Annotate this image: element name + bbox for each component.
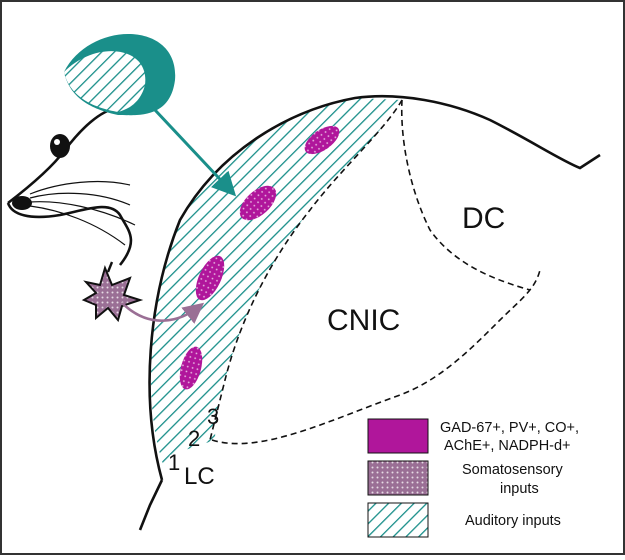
legend-swatch-somatosensory [367,460,429,496]
legend-somatosensory-line1: Somatosensory [462,462,563,478]
mouse-nose [12,196,32,210]
cnic-boundary [209,99,403,441]
cnic-label: CNIC [327,304,400,337]
legend: GAD-67+, PV+, CO+, AChE+, NADPH-d+ Somat… [367,418,579,538]
brain-outline [148,94,601,481]
legend-swatch-auditory [367,502,429,538]
legend-modules-line2: AChE+, NADPH-d+ [444,438,571,454]
legend-auditory-label: Auditory inputs [465,513,561,529]
mouse-whiskers [29,180,136,246]
module-2 [239,185,277,221]
module-4 [179,346,203,390]
somatosensory-input-arrow [121,302,205,324]
mouse-paw [81,264,144,323]
layer-2-label: 2 [188,426,200,451]
auditory-input-arrow [153,108,237,197]
mouse-eye [50,134,70,158]
layer-1-label: 1 [168,450,180,475]
lateral-cortex-auditory-band [150,98,402,470]
legend-modules-line1: GAD-67+, PV+, CO+, [440,420,579,436]
legend-swatch-modules [367,418,429,454]
dc-label: DC [462,202,505,235]
mouse-head [6,33,176,323]
module-1 [304,125,340,155]
lc-label: LC [184,463,215,490]
dc-boundary [400,99,531,291]
brain-outline-bottom [138,479,164,531]
layer-3-label: 3 [207,404,219,429]
legend-somatosensory-line2: inputs [500,481,539,497]
module-3 [195,255,225,301]
mouse-ear-inner [64,51,146,112]
cnic-lower-boundary [211,269,541,445]
